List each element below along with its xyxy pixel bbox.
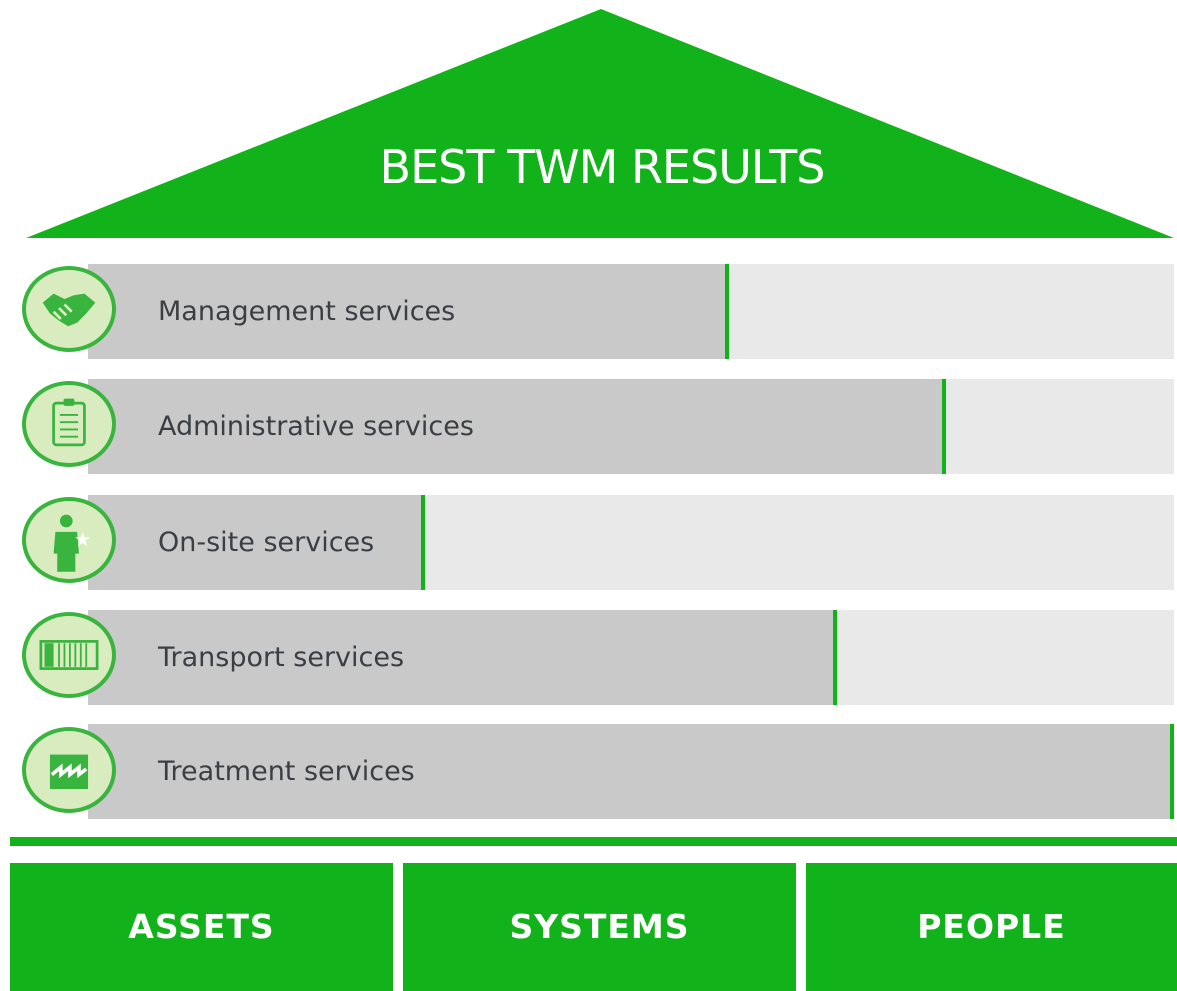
foundation-beam — [10, 837, 1177, 846]
service-bar-fill — [88, 379, 946, 474]
service-row-on-site: On-site services — [88, 495, 1174, 590]
service-row-treatment: Treatment services — [88, 724, 1174, 819]
clipboard-icon — [22, 381, 116, 467]
service-label: Management services — [158, 296, 456, 327]
service-bar-fill — [88, 264, 729, 359]
roof-triangle — [26, 9, 1174, 238]
service-label: On-site services — [158, 527, 375, 558]
container-icon — [22, 612, 116, 698]
service-bar-fill — [88, 495, 425, 590]
factory-icon — [22, 727, 116, 813]
pillar-assets: ASSETS — [10, 863, 393, 991]
pillar-people: PEOPLE — [806, 863, 1177, 991]
roof-title: BEST TWM RESULTS — [379, 140, 826, 194]
service-bar-fill — [88, 724, 1174, 819]
service-row-administrative: Administrative services — [88, 379, 1174, 474]
service-row-transport: Transport services — [88, 610, 1174, 705]
handshake-icon — [22, 266, 116, 352]
service-label: Treatment services — [158, 756, 415, 787]
service-label: Administrative services — [158, 411, 474, 442]
service-bar-fill — [88, 610, 838, 705]
service-row-management: Management services — [88, 264, 1174, 359]
pillar-systems: SYSTEMS — [403, 863, 796, 991]
person-star-icon — [22, 497, 116, 583]
service-label: Transport services — [158, 642, 405, 673]
